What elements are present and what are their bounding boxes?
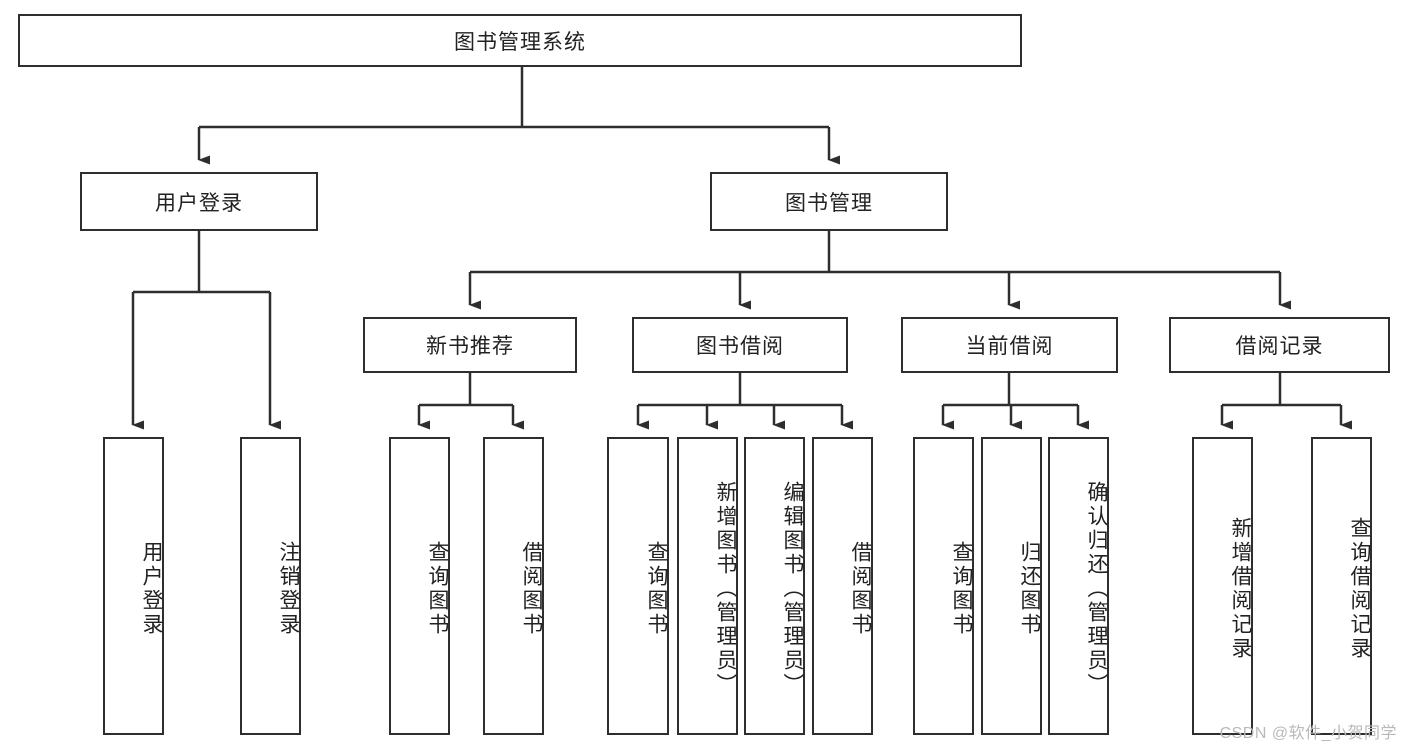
node-root[interactable]: 图书管理系统 — [18, 14, 1022, 67]
node-leaf-borrow-book-1-label: 借阅图书 — [520, 541, 543, 637]
node-book-borrow-label: 图书借阅 — [696, 335, 784, 358]
node-leaf-edit-book[interactable]: 编辑图书（管理员） — [744, 437, 805, 735]
node-current-borrow[interactable]: 当前借阅 — [901, 317, 1118, 373]
node-leaf-logout[interactable]: 注销登录 — [240, 437, 301, 735]
node-leaf-borrow-book-2[interactable]: 借阅图书 — [812, 437, 873, 735]
node-new-book-rec[interactable]: 新书推荐 — [363, 317, 577, 373]
node-leaf-query-record-label: 查询借阅记录 — [1348, 517, 1371, 661]
node-user-login[interactable]: 用户登录 — [80, 172, 318, 231]
node-leaf-query-book-3[interactable]: 查询图书 — [913, 437, 974, 735]
node-leaf-confirm-return[interactable]: 确认归还（管理员） — [1048, 437, 1109, 735]
node-leaf-query-book-2[interactable]: 查询图书 — [607, 437, 669, 735]
node-leaf-add-record[interactable]: 新增借阅记录 — [1192, 437, 1253, 735]
node-leaf-query-record[interactable]: 查询借阅记录 — [1311, 437, 1372, 735]
node-leaf-query-book-1[interactable]: 查询图书 — [389, 437, 450, 735]
node-leaf-query-book-3-label: 查询图书 — [950, 541, 973, 637]
node-leaf-add-book-label: 新增图书（管理员） — [714, 481, 737, 697]
node-leaf-confirm-return-label: 确认归还（管理员） — [1085, 481, 1108, 697]
node-leaf-edit-book-label: 编辑图书（管理员） — [781, 481, 804, 697]
node-leaf-query-book-2-label: 查询图书 — [645, 541, 668, 637]
node-leaf-add-book[interactable]: 新增图书（管理员） — [677, 437, 738, 735]
node-leaf-return-book[interactable]: 归还图书 — [981, 437, 1042, 735]
node-leaf-return-book-label: 归还图书 — [1018, 541, 1041, 637]
watermark-text: CSDN @软件_小贺同学 — [1219, 725, 1397, 742]
node-leaf-add-record-label: 新增借阅记录 — [1229, 517, 1252, 661]
node-leaf-user-login[interactable]: 用户登录 — [103, 437, 164, 735]
node-borrow-record[interactable]: 借阅记录 — [1169, 317, 1390, 373]
node-new-book-rec-label: 新书推荐 — [426, 335, 514, 358]
node-borrow-record-label: 借阅记录 — [1235, 335, 1324, 358]
node-book-manage[interactable]: 图书管理 — [710, 172, 948, 231]
node-root-label: 图书管理系统 — [454, 30, 586, 54]
node-leaf-logout-label: 注销登录 — [277, 541, 300, 637]
node-book-manage-label: 图书管理 — [785, 191, 873, 215]
node-book-borrow[interactable]: 图书借阅 — [632, 317, 848, 373]
node-leaf-borrow-book-2-label: 借阅图书 — [849, 541, 872, 637]
node-leaf-query-book-1-label: 查询图书 — [426, 541, 449, 637]
node-current-borrow-label: 当前借阅 — [965, 335, 1054, 358]
node-leaf-user-login-label: 用户登录 — [140, 541, 163, 637]
node-leaf-borrow-book-1[interactable]: 借阅图书 — [483, 437, 544, 735]
node-user-login-label: 用户登录 — [155, 191, 243, 215]
